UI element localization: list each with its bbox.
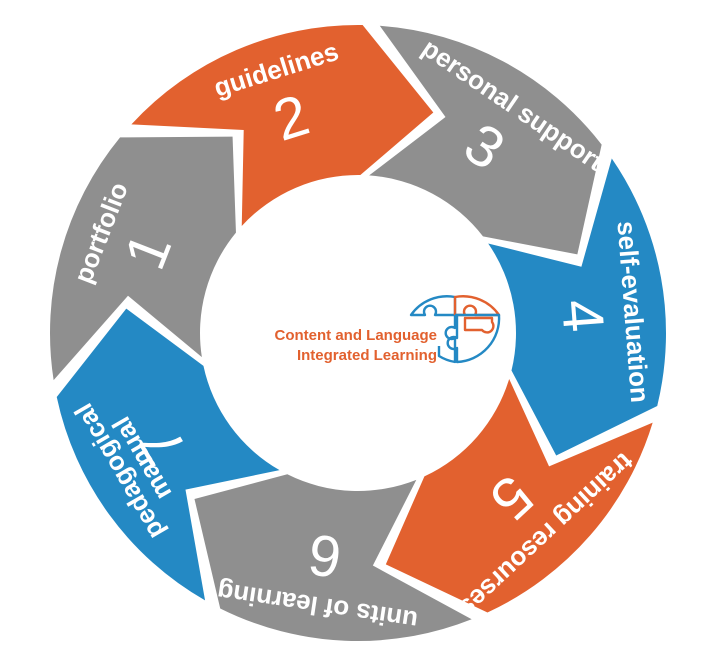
segment-4	[488, 158, 666, 456]
segment-7	[56, 308, 280, 601]
segment-number-4: 4	[549, 297, 616, 334]
segment-6	[194, 474, 472, 641]
center-circle	[212, 187, 504, 479]
segment-3	[369, 25, 602, 255]
segment-1	[50, 136, 236, 381]
clil-logo: Content and Language Integrated Learning	[275, 295, 501, 364]
center-title-line1: Content and Language	[275, 327, 438, 344]
segment-2	[131, 25, 434, 226]
segment-5	[385, 378, 653, 613]
puzzle-icon	[409, 295, 501, 364]
center-title-line2: Integrated Learning	[297, 347, 437, 364]
